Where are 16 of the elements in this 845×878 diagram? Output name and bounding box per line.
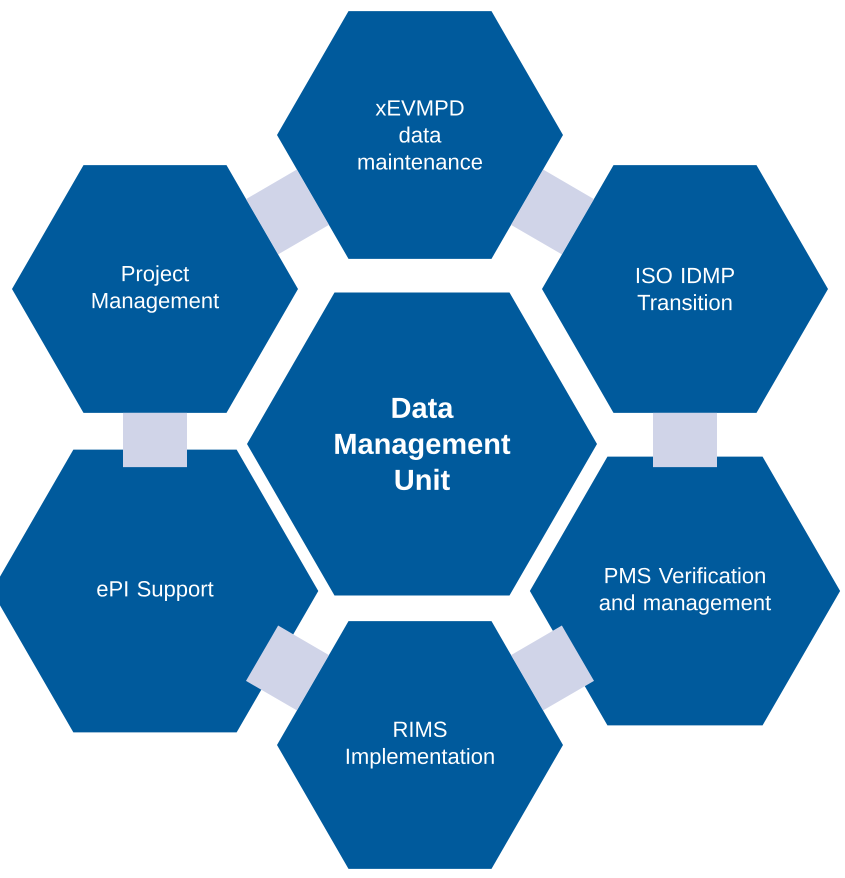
node-label: PMS Verification and management — [600, 567, 772, 615]
hexagon-box: Data Management Unit — [247, 292, 597, 596]
connector-band — [511, 626, 594, 710]
node-label: Data Management Unit — [335, 398, 510, 490]
hexagon-box: Project Management — [12, 165, 298, 413]
connector-band — [246, 170, 329, 254]
hexagon-box: ePI Support — [0, 450, 318, 732]
node-label: ePI Support — [97, 581, 214, 601]
connector-band — [123, 412, 187, 468]
connector-band — [511, 170, 594, 254]
hexagon-box: PMS Verification and management — [530, 456, 840, 726]
connector-band — [653, 412, 717, 468]
connector-band — [246, 626, 329, 710]
hexagon-box: ISO IDMP Transition — [542, 165, 828, 413]
hexagon-box: RIMS Implementation — [277, 621, 563, 869]
hexagon-box: xEVMPD data maintenance — [277, 11, 563, 259]
